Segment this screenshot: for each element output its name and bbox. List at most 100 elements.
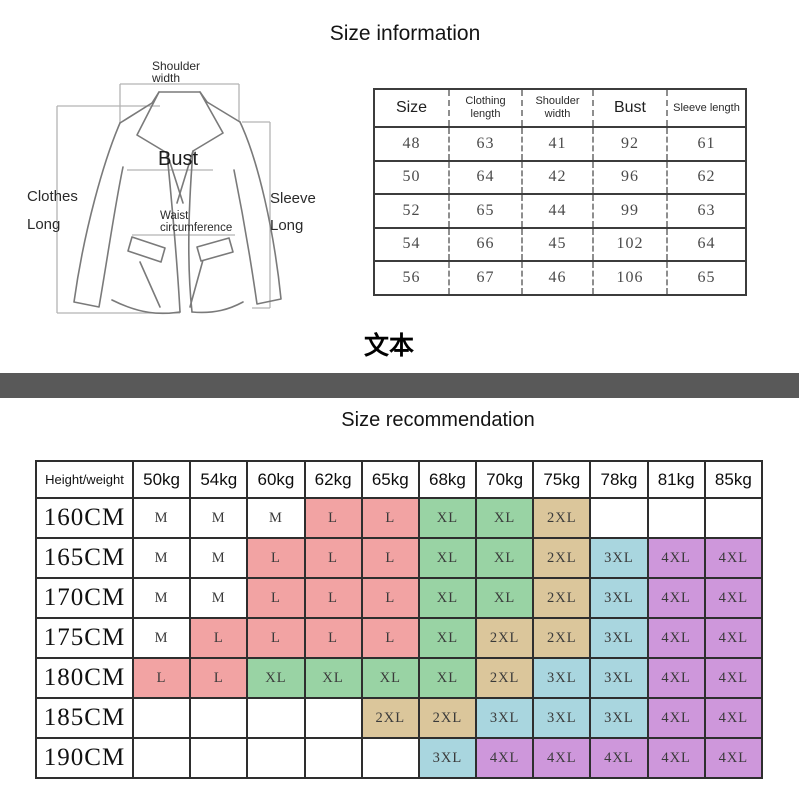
size-table-cell: 64	[448, 159, 522, 194]
size-cell	[246, 737, 306, 779]
size-cell	[703, 497, 764, 539]
size-cell: 4XL	[532, 737, 592, 779]
size-table-header-cell: Sleeve length	[666, 88, 746, 127]
size-cell: L	[360, 617, 420, 659]
label-clothes-long: Clothes Long	[27, 188, 78, 233]
size-cell: XL	[303, 657, 363, 699]
size-recommendation-title: Size recommendation	[341, 409, 535, 431]
size-cell: 3XL	[589, 657, 649, 699]
height-label-cell: 165CM	[35, 537, 134, 579]
size-cell: 2XL	[532, 497, 592, 539]
size-cell: XL	[475, 577, 535, 619]
size-cell: 2XL	[532, 537, 592, 579]
size-cell: XL	[360, 657, 420, 699]
size-table-cell: 96	[592, 159, 667, 194]
size-cell: L	[303, 497, 363, 539]
label-sleeve-long: Sleeve Long	[270, 190, 316, 234]
size-cell: M	[189, 497, 249, 539]
size-cell: L	[360, 537, 420, 579]
size-cell: L	[303, 537, 363, 579]
size-cell: L	[131, 657, 192, 699]
size-table-cell: 61	[666, 126, 746, 161]
size-cell: 2XL	[475, 657, 535, 699]
size-table-cell: 41	[521, 126, 593, 161]
size-table-cell: 52	[373, 193, 449, 228]
size-table-header-cell: Size	[373, 88, 449, 127]
size-table-header-cell: Clothing length	[448, 88, 522, 127]
size-cell: 4XL	[475, 737, 535, 779]
size-cell: 4XL	[703, 577, 764, 619]
size-table-cell: 102	[592, 226, 667, 261]
size-table-cell: 106	[592, 260, 667, 295]
size-cell: 4XL	[646, 537, 706, 579]
size-cell	[189, 697, 249, 739]
size-cell	[131, 697, 192, 739]
height-weight-corner-cell: Height/weight	[35, 460, 134, 499]
weight-header-cell: 50kg	[131, 460, 192, 499]
size-table-cell: 65	[448, 193, 522, 228]
size-table-header-cell: Bust	[592, 88, 667, 127]
height-label-cell: 175CM	[35, 617, 134, 659]
weight-header-cell: 81kg	[646, 460, 706, 499]
weight-header-cell: 65kg	[360, 460, 420, 499]
size-table-cell: 50	[373, 159, 449, 194]
size-cell: 4XL	[703, 737, 764, 779]
height-label-cell: 170CM	[35, 577, 134, 619]
size-table-cell: 63	[666, 193, 746, 228]
size-cell: XL	[475, 537, 535, 579]
size-cell: L	[246, 537, 306, 579]
size-table-cell: 65	[666, 260, 746, 295]
size-table-cell: 46	[521, 260, 593, 295]
size-cell: XL	[246, 657, 306, 699]
size-table-cell: 56	[373, 260, 449, 295]
size-table-cell: 44	[521, 193, 593, 228]
size-table-header-cell: Shoulder width	[521, 88, 593, 127]
size-cell: M	[131, 537, 192, 579]
size-table-cell: 48	[373, 126, 449, 161]
size-cell: XL	[475, 497, 535, 539]
size-cell: 4XL	[703, 617, 764, 659]
size-cell: 3XL	[589, 577, 649, 619]
size-cell: 4XL	[703, 657, 764, 699]
size-cell: 4XL	[646, 617, 706, 659]
size-table-cell: 54	[373, 226, 449, 261]
size-cell: XL	[417, 617, 478, 659]
size-cell: M	[131, 497, 192, 539]
size-cell: 2XL	[532, 617, 592, 659]
size-cell: XL	[417, 537, 478, 579]
weight-header-cell: 54kg	[189, 460, 249, 499]
weight-header-cell: 68kg	[417, 460, 478, 499]
jacket-outline	[73, 91, 282, 315]
size-cell: 4XL	[703, 537, 764, 579]
size-cell	[360, 737, 420, 779]
size-cell: 3XL	[475, 697, 535, 739]
size-cell: 3XL	[532, 697, 592, 739]
height-label-cell: 160CM	[35, 497, 134, 539]
size-cell: L	[360, 497, 420, 539]
height-label-cell: 180CM	[35, 657, 134, 699]
size-information-title: Size information	[329, 22, 481, 45]
size-cell: L	[246, 577, 306, 619]
size-table-cell: 99	[592, 193, 667, 228]
size-cell: M	[189, 537, 249, 579]
size-cell: 3XL	[589, 697, 649, 739]
size-cell: 2XL	[532, 577, 592, 619]
middle-text-label: 文本	[363, 332, 414, 360]
size-cell: M	[131, 577, 192, 619]
